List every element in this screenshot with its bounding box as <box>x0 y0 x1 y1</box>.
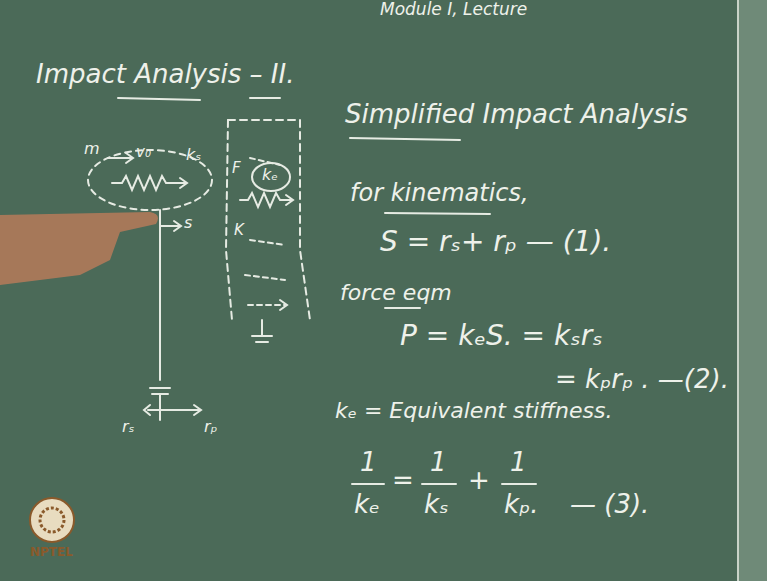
equation-operator: = <box>392 466 414 496</box>
velocity-label: v₀ <box>136 144 151 161</box>
board-title: Impact Analysis – II. <box>36 60 294 90</box>
logo-emblem <box>30 498 74 542</box>
equation: P = kₑS. = kₛrₛ <box>400 320 603 352</box>
force-label: F <box>232 160 241 177</box>
lecture-heading: Module I, Lecture <box>380 0 527 20</box>
equation-number: — (3). <box>570 490 649 520</box>
equation-operator: + <box>468 466 490 496</box>
fraction-numerator: 1 <box>430 448 447 478</box>
displacement-label: s <box>184 214 192 232</box>
stiffness-label: kₑ <box>262 166 278 184</box>
equation-heading: for kinematics, <box>350 180 529 208</box>
chalk-lines <box>88 98 536 484</box>
hand-pointing <box>0 212 158 285</box>
equation: = kₚrₚ . —(2). <box>555 365 729 395</box>
fraction-denominator: kₛ <box>424 490 449 520</box>
board-edge <box>737 0 739 581</box>
fraction-numerator: 1 <box>360 448 377 478</box>
spring-label: kₛ <box>186 146 201 164</box>
fraction-denominator: kₚ. <box>504 490 538 520</box>
spring-label: rₚ <box>204 418 217 436</box>
ke-circle <box>252 163 290 191</box>
spring-label: rₛ <box>122 418 135 436</box>
definition-note: kₑ = Equivalent stiffness. <box>335 398 612 423</box>
equation: S = rₛ+ rₚ — (1). <box>380 226 611 258</box>
pile-label: K <box>234 222 244 239</box>
logo-text: NPTEL <box>30 546 73 560</box>
fraction-numerator: 1 <box>510 448 527 478</box>
section-heading: Simplified Impact Analysis <box>345 100 688 130</box>
mass-label: m <box>84 140 100 158</box>
board-frame <box>738 0 767 581</box>
equation-heading: force eqm <box>340 280 452 305</box>
logo-wheel <box>40 508 64 532</box>
fraction-denominator: kₑ <box>354 490 380 520</box>
